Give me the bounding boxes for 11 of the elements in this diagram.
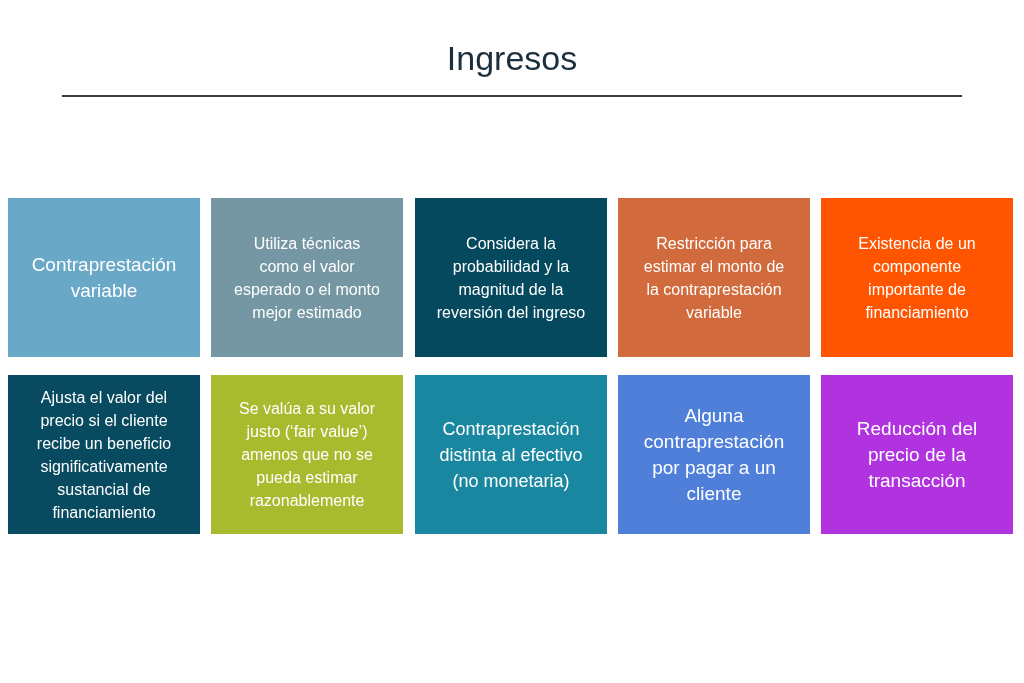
concept-tile: Contraprestación distinta al efectivo (no monetaria) [415, 375, 607, 534]
concept-tile: Considera la probabilidad y la magnitud de la reversión del ingreso [415, 198, 607, 357]
concept-tile: Contraprestación variable [8, 198, 200, 357]
concept-tile: Restricción para estimar el monto de la contraprestación variable [618, 198, 810, 357]
concept-tile: Reducción del precio de la transacción [821, 375, 1013, 534]
concept-tile: Existencia de un componente importante de financiamiento [821, 198, 1013, 357]
title: Ingresos [446, 38, 578, 79]
concept-tile: Alguna contraprestación por pagar a un cliente [618, 375, 810, 534]
concept-tile: Ajusta el valor del precio si el cliente recibe un beneficio significativamente sustancial de financiamiento [8, 375, 200, 534]
concept-tile: Utiliza técnicas como el valor esperado o el monto mejor estimado [211, 198, 403, 357]
concept-tile: Se valúa a su valor justo (‘fair value’) amenos que no se pueda estimar razonablemente [211, 375, 403, 534]
